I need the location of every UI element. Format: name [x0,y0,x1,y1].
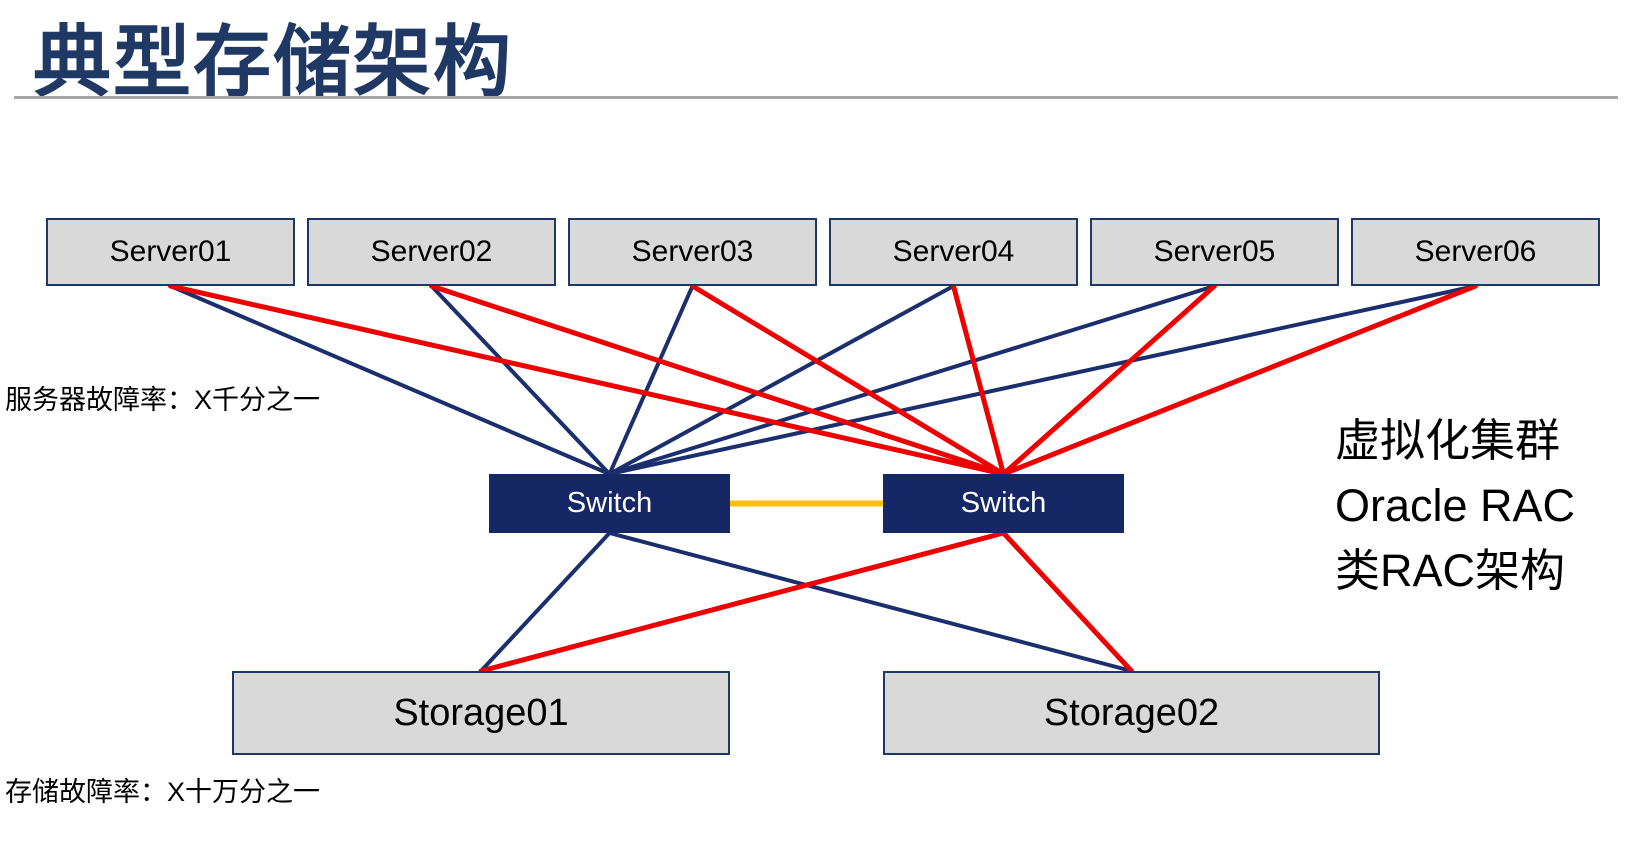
server01-label: Server01 [109,235,232,268]
server02-node: Server02 [307,218,556,286]
server02-label: Server02 [370,235,493,268]
switch-right-label: Switch [960,487,1047,519]
server03-label: Server03 [631,235,754,268]
switch-right-node: Switch [883,474,1124,533]
page-title: 典型存储架构 [33,18,514,106]
cluster-note-line3: 类RAC架构 [1335,545,1566,596]
title-divider [14,96,1618,99]
server04-label: Server04 [892,235,1015,268]
edge-switch-right-storage02 [1001,530,1134,674]
storage02-node: Storage02 [883,671,1380,755]
edge-server05-switch-left [607,284,1217,476]
switch-left-label: Switch [566,487,653,519]
edge-server03-switch-left [607,284,695,476]
edge-server04-switch-left [607,284,956,476]
cluster-note-line1: 虚拟化集群 [1335,415,1561,466]
storage01-node: Storage01 [232,671,730,755]
edge-switch-right-storage01 [478,530,1006,674]
storage-failure-rate-note: 存储故障率：X十万分之一 [5,777,321,807]
server-failure-rate-note: 服务器故障率：X千分之一 [5,385,321,415]
edge-server03-switch-right [690,283,1006,477]
server03-node: Server03 [568,218,817,286]
server05-node: Server05 [1090,218,1339,286]
edge-server02-switch-left [429,284,612,476]
server05-label: Server05 [1153,235,1276,268]
server06-label: Server06 [1414,235,1537,268]
edge-server02-switch-right [429,283,1006,477]
storage02-label: Storage02 [1043,691,1220,734]
server01-node: Server01 [46,218,295,286]
server06-node: Server06 [1351,218,1600,286]
edge-server05-switch-right [1001,283,1217,477]
cluster-note-line2: Oracle RAC [1335,480,1576,531]
storage01-label: Storage01 [393,691,569,734]
cluster-note: 虚拟化集群 Oracle RAC 类RAC架构 [1335,408,1575,603]
edge-switch-left-storage02 [607,531,1134,673]
switch-left-node: Switch [489,474,730,533]
edge-server04-switch-right [951,283,1006,477]
server04-node: Server04 [829,218,1078,286]
edge-switch-left-storage01 [479,531,612,673]
